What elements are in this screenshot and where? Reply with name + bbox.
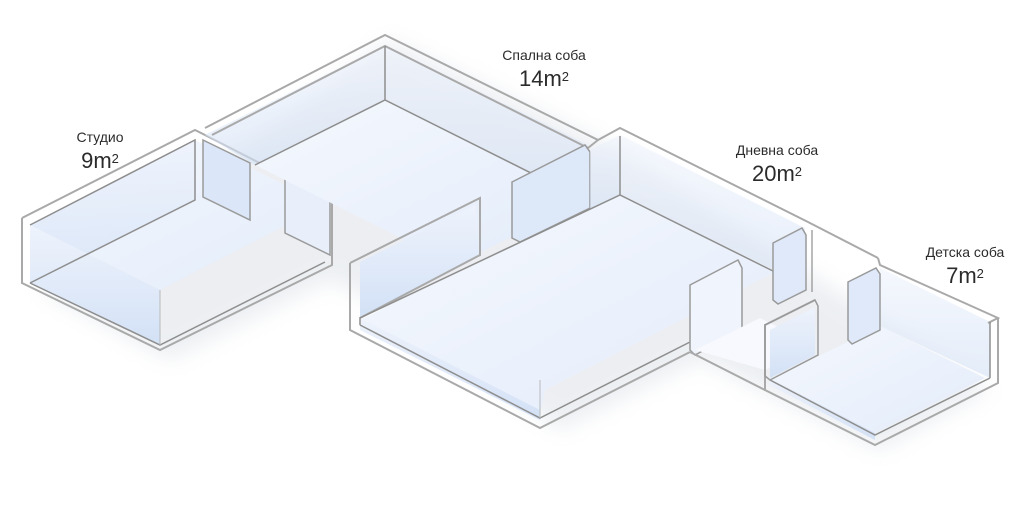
living-outer-base [349,263,691,430]
living-left-glass [360,205,480,318]
kids-front-glass [770,307,815,378]
kids-door-wall [764,298,819,381]
living-right-glass [620,135,805,285]
label-kids: Детска соба 7m2 [926,243,1005,289]
kids-partition [847,267,881,345]
studio-wall-top [21,128,333,352]
bedroom-right-glass [385,45,588,200]
bedroom-floor [255,100,585,265]
kids-inner-base [769,377,991,436]
living-top-wall [597,126,809,223]
hall-pillar [772,227,807,305]
room-area-studio: 9m2 [81,148,119,173]
label-living: Дневна соба 20m2 [736,141,818,187]
room-kids [764,257,1001,447]
living-floor [360,195,775,415]
room-name-bedroom: Спална соба [502,47,586,63]
hall-wall [689,351,766,391]
room-area-living: 20m2 [751,161,803,186]
studio-front-glass [30,225,160,345]
living-back-glass [590,135,620,210]
studio-wall-inner [29,138,196,284]
bedroom-wall-top [204,33,600,150]
room-area-kids: 7m2 [946,263,984,288]
label-bedroom: Спална соба 14m2 [502,46,585,92]
studio-floor [30,140,325,290]
room-area-bedroom: 14m2 [518,66,570,91]
kids-right-glass [880,268,990,378]
room-living [349,126,809,430]
room-name-kids: Детска соба [925,244,1005,260]
living-floor-edge [359,194,776,319]
hall-top-wall [807,221,879,259]
room-name-living: Дневна соба [735,142,819,158]
studio-partition [202,138,251,222]
room-name-studio: Студио [76,129,124,145]
bedroom-floor-edge [254,99,586,201]
living-outer-wall [349,196,481,325]
bedroom-back-glass [205,45,385,165]
room-bedroom [204,33,600,265]
kids-top-wall [877,257,1001,324]
label-studio: Студио 9m2 [77,128,124,174]
